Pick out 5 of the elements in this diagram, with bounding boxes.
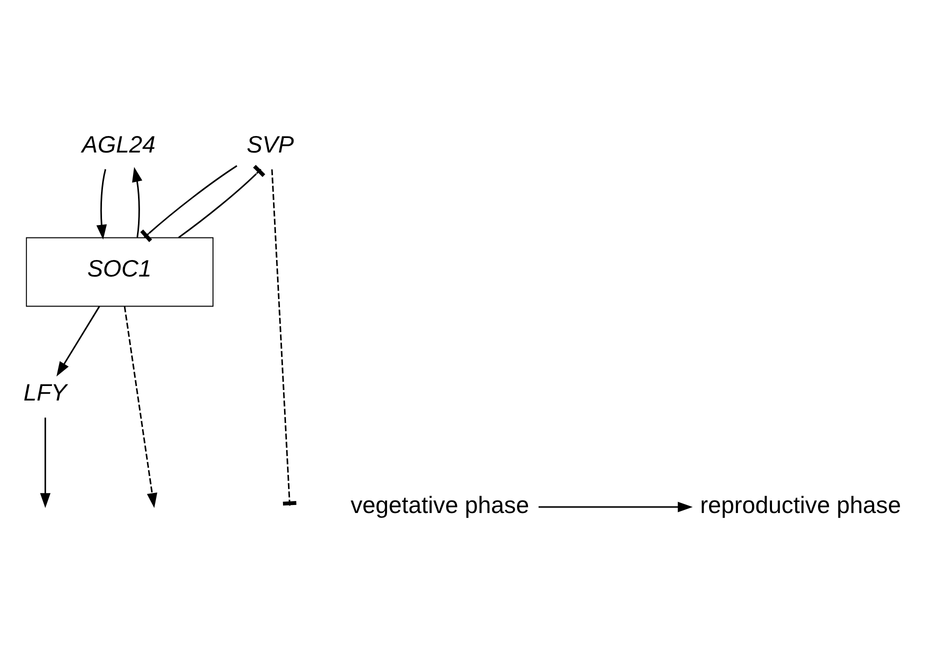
node-text: SVP	[246, 132, 294, 158]
node-text: vegetative phase	[350, 492, 530, 518]
node-text: LFY	[23, 380, 67, 406]
node-text: reproductive phase	[700, 492, 901, 518]
node-text: AGL24	[82, 132, 156, 158]
